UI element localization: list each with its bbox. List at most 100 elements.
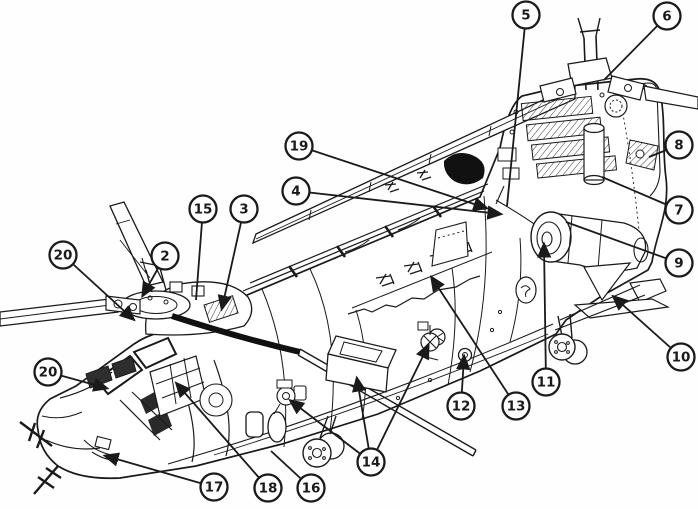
callout-number: 7 xyxy=(674,203,683,219)
front-rotor-head xyxy=(105,255,205,320)
leader-line xyxy=(536,241,552,383)
callout-number: 11 xyxy=(537,375,556,391)
callout-18: 18 xyxy=(174,381,283,503)
leader-line xyxy=(288,398,372,463)
gear-strut-right xyxy=(417,321,440,361)
callout-circle xyxy=(150,241,180,271)
aft-rotor-blade-right xyxy=(643,85,698,110)
callout-number: 5 xyxy=(521,8,530,24)
callout-13: 13 xyxy=(430,274,531,421)
pitot-probes xyxy=(19,421,62,495)
callout-number: 4 xyxy=(291,184,300,200)
callout-14: 14 xyxy=(288,342,430,477)
leader-line xyxy=(611,294,682,358)
eyebrow-window xyxy=(111,356,137,379)
callout-2: 2 xyxy=(141,241,180,299)
callout-circle xyxy=(199,472,229,502)
callout-17: 17 xyxy=(102,452,229,502)
callout-16: 16 xyxy=(270,450,326,503)
cabin-interior xyxy=(347,169,493,315)
callout-number: 8 xyxy=(674,138,683,154)
leader-line xyxy=(102,452,215,488)
callout-number: 6 xyxy=(662,9,671,25)
leader-line xyxy=(370,342,430,463)
insignia-oval xyxy=(515,276,537,304)
callout-number: 3 xyxy=(239,202,248,218)
shaft-bearings xyxy=(287,205,443,278)
callout-circle xyxy=(33,357,63,387)
front-rotor-blade-left xyxy=(0,297,119,327)
door-window xyxy=(267,411,287,443)
apu-unit xyxy=(625,139,659,171)
callout-number: 17 xyxy=(205,480,224,496)
forward-landing-gear xyxy=(273,321,440,468)
callout-20b: 20 xyxy=(33,357,110,392)
stabilizer-fin xyxy=(583,262,632,302)
cabin-partition xyxy=(431,221,469,267)
callout-number: 10 xyxy=(672,350,691,366)
callout-circle xyxy=(253,473,283,503)
leader-line xyxy=(298,145,490,211)
callout-9: 9 xyxy=(565,221,694,278)
aft-pylon xyxy=(443,17,698,272)
callout-circle xyxy=(664,248,694,278)
leader-line xyxy=(195,208,204,301)
rear-landing-gear xyxy=(548,313,588,365)
callout-4: 4 xyxy=(281,176,504,220)
callout-number: 2 xyxy=(160,249,169,265)
callout-number: 13 xyxy=(507,399,526,415)
fuselage-outline xyxy=(36,77,668,480)
aft-rotor-hub xyxy=(539,17,698,110)
cabin-window xyxy=(245,411,264,438)
cabin-floor xyxy=(351,251,493,309)
callout-19: 19 xyxy=(284,131,490,211)
callout-12: 12 xyxy=(446,353,476,421)
ramp-line xyxy=(554,284,646,331)
callout-number: 20 xyxy=(54,248,73,264)
callout-circle xyxy=(652,1,682,31)
front-rotor xyxy=(0,201,477,457)
side-window xyxy=(148,410,172,436)
fuselage xyxy=(36,77,668,480)
callout-circle xyxy=(501,391,531,421)
callout-circle xyxy=(296,473,326,503)
leader-line xyxy=(62,254,136,322)
callout-3: 3 xyxy=(217,194,259,312)
air-intake xyxy=(443,153,485,185)
callout-number: 19 xyxy=(290,139,309,155)
callout-circle xyxy=(281,176,311,206)
leader-line xyxy=(174,381,269,489)
callout-circle xyxy=(664,195,694,225)
callout-number: 20 xyxy=(39,365,58,381)
front-rotor-blade-up xyxy=(109,201,164,287)
tail-section xyxy=(548,262,670,365)
gear-bay-box xyxy=(325,335,397,393)
callout-circle xyxy=(188,194,218,224)
stabilizer-fin xyxy=(629,278,667,303)
windshield-pane xyxy=(132,336,178,370)
callout-7: 7 xyxy=(601,176,694,225)
callout-layer: 5 6 19 8 4 15 3 7 20 2 9 10 20 11 12 13 14 17 18 16 xyxy=(33,0,696,503)
callout-circle xyxy=(446,391,476,421)
leader-line xyxy=(506,14,527,207)
callout-number: 9 xyxy=(674,256,683,272)
callout-circle xyxy=(666,342,696,372)
callout-11: 11 xyxy=(531,241,561,397)
callout-number: 18 xyxy=(259,481,278,497)
aft-transmission xyxy=(495,94,628,229)
leader-line xyxy=(430,274,517,407)
callout-5: 5 xyxy=(506,0,541,207)
front-wheels xyxy=(302,415,345,468)
callout-number: 15 xyxy=(194,202,213,218)
callout-circle xyxy=(511,0,541,30)
callout-15: 15 xyxy=(188,194,218,301)
leader-line xyxy=(603,15,668,81)
callout-circle xyxy=(664,130,694,160)
callout-number: 14 xyxy=(362,455,381,471)
callout-6: 6 xyxy=(603,1,682,81)
callout-number: 16 xyxy=(302,481,321,497)
porthole xyxy=(457,347,473,363)
callout-circle xyxy=(356,447,386,477)
